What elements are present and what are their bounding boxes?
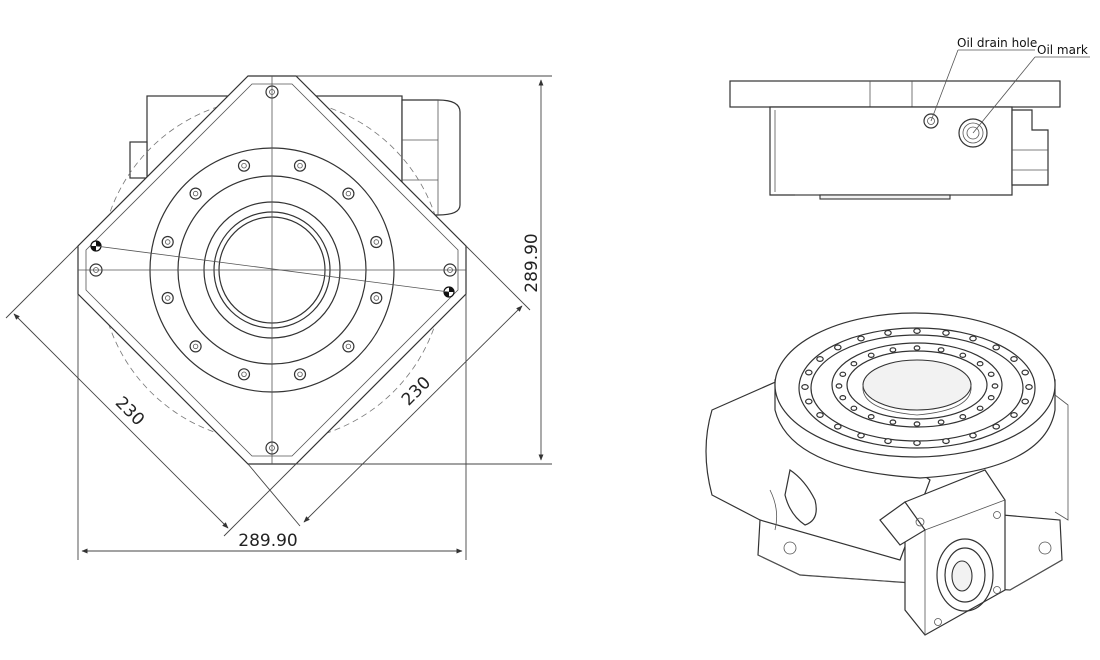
bolt-hole	[161, 235, 174, 249]
bolt-hole	[293, 368, 307, 381]
iso-bolt-hole	[1010, 356, 1018, 363]
iso-bolt-hole	[913, 328, 921, 335]
bolt-hole	[293, 159, 307, 172]
iso-bolt-hole	[992, 423, 1001, 430]
iso-bolt-hole	[976, 361, 984, 367]
bolt-hole-inner	[345, 190, 352, 197]
bolt-hole-inner	[164, 295, 171, 301]
isometric-view	[705, 312, 1069, 636]
left-boss	[129, 141, 148, 179]
dim-diag-left-label: 230	[111, 393, 148, 430]
dim-diag-right-label: 230	[398, 373, 435, 410]
iso-bolt-hole	[1010, 412, 1018, 419]
iso-bolt-hole	[889, 347, 897, 353]
iso-bolt-hole	[969, 432, 977, 439]
iso-bolt-hole	[884, 329, 892, 336]
iso-bolt-hole	[816, 412, 824, 419]
iso-bolt-hole	[937, 347, 945, 353]
bolt-hole	[370, 291, 383, 305]
bolt-hole	[161, 291, 174, 305]
iso-bolt-hole	[833, 423, 842, 430]
top-view: 289.90 289.90 230 230	[5, 75, 552, 560]
iso-bolt-hole	[884, 438, 892, 445]
side-view: Oil drain hole Oil mark	[729, 36, 1090, 200]
iso-bolt-hole	[867, 414, 875, 420]
worm-shaft-housing	[401, 99, 461, 216]
iso-bolt-hole	[913, 421, 921, 427]
bolt-hole-inner	[297, 162, 303, 169]
iso-bolt-hole	[942, 329, 950, 336]
bolt-hole	[189, 187, 202, 200]
bolt-hole-inner	[373, 295, 379, 301]
dim-width-label: 289.90	[238, 531, 297, 551]
iso-bolt-hole	[804, 398, 813, 405]
iso-bolt-hole	[991, 383, 999, 389]
iso-bolt-hole	[801, 384, 809, 391]
iso-bolt-hole	[867, 352, 875, 358]
iso-bolt-holes-inner	[835, 345, 999, 427]
iso-bolt-hole	[839, 395, 847, 401]
iso-bolt-hole	[976, 405, 984, 411]
iso-bolt-hole	[804, 369, 813, 376]
iso-bolt-hole	[835, 383, 843, 389]
bolt-hole-inner	[192, 190, 199, 197]
iso-bolt-holes-outer	[801, 328, 1033, 447]
iso-bolt-hole	[1021, 369, 1029, 376]
iso-bore	[862, 359, 972, 411]
iso-bolt-hole	[850, 361, 858, 367]
iso-bolt-hole	[969, 335, 977, 342]
dim-height-label: 289.90	[522, 233, 542, 292]
bolt-hole-inner	[164, 239, 171, 245]
bolt-hole-inner	[373, 239, 379, 245]
side-body	[769, 106, 1013, 196]
bolt-hole-inner	[297, 371, 303, 377]
iso-worm-housing	[705, 379, 931, 561]
iso-bolt-hole	[1025, 384, 1033, 391]
side-flange	[729, 80, 1061, 108]
iso-bolt-hole	[857, 335, 865, 342]
label-oil-drain-hole: Oil drain hole	[957, 36, 1037, 50]
iso-bolt-hole	[816, 356, 824, 363]
iso-bolt-hole	[833, 344, 842, 351]
label-oil-mark: Oil mark	[1037, 43, 1088, 57]
bolt-hole	[237, 368, 251, 381]
bolt-hole-inner	[241, 162, 247, 169]
iso-bolt-hole	[913, 440, 921, 447]
iso-bolt-hole	[839, 371, 847, 377]
iso-bolt-hole	[987, 395, 995, 401]
iso-bolt-hole	[959, 352, 967, 358]
iso-bolt-hole	[889, 419, 897, 425]
bolt-hole	[342, 187, 355, 200]
bolt-hole	[237, 159, 251, 172]
bolt-hole	[342, 340, 355, 353]
bolt-hole	[370, 235, 383, 249]
iso-bolt-hole	[857, 432, 865, 439]
bolt-hole	[189, 340, 202, 353]
iso-bolt-hole	[1021, 398, 1029, 405]
iso-bolt-hole	[937, 419, 945, 425]
iso-bolt-hole	[942, 438, 950, 445]
iso-bolt-hole	[913, 345, 921, 351]
iso-bolt-hole	[850, 405, 858, 411]
iso-bolt-hole	[959, 414, 967, 420]
iso-bolt-hole	[987, 371, 995, 377]
iso-bolt-hole	[992, 344, 1001, 351]
bolt-hole-inner	[241, 371, 247, 377]
